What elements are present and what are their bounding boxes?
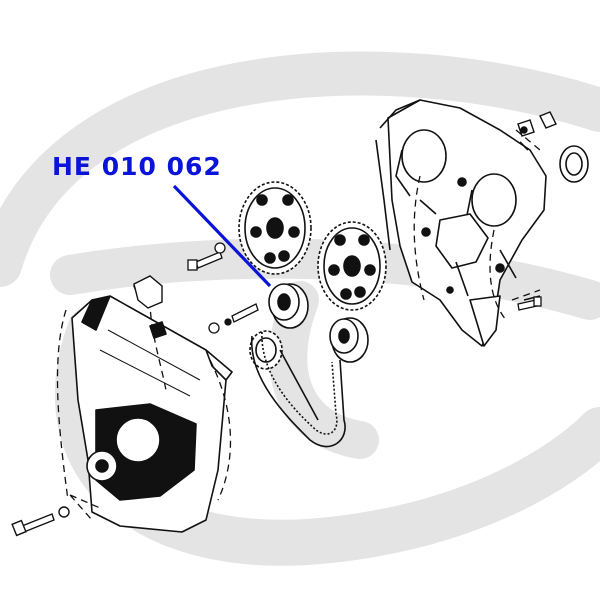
bracket-clip [133,275,163,309]
fasteners-top-right [517,111,557,137]
alignment-lines-right [413,129,541,321]
bolt-center-left [187,242,226,271]
alignment-lines-left [56,299,232,521]
idler-pulley [329,317,369,363]
timing-belt [251,331,346,448]
bolt-center [208,303,259,334]
tensioner-pulley [268,283,309,329]
camshaft-sprocket-right [317,221,387,311]
bolt-lower-left [11,506,70,537]
front-timing-cover [71,279,233,533]
crankshaft-sprocket [249,330,283,370]
camshaft-sprocket-left [238,181,312,275]
part-number-label: HE 010 062 [52,152,222,181]
bolt-right [517,296,542,311]
callout-leader-line [172,184,272,288]
rear-timing-cover [375,99,547,347]
oil-seal [559,145,589,183]
